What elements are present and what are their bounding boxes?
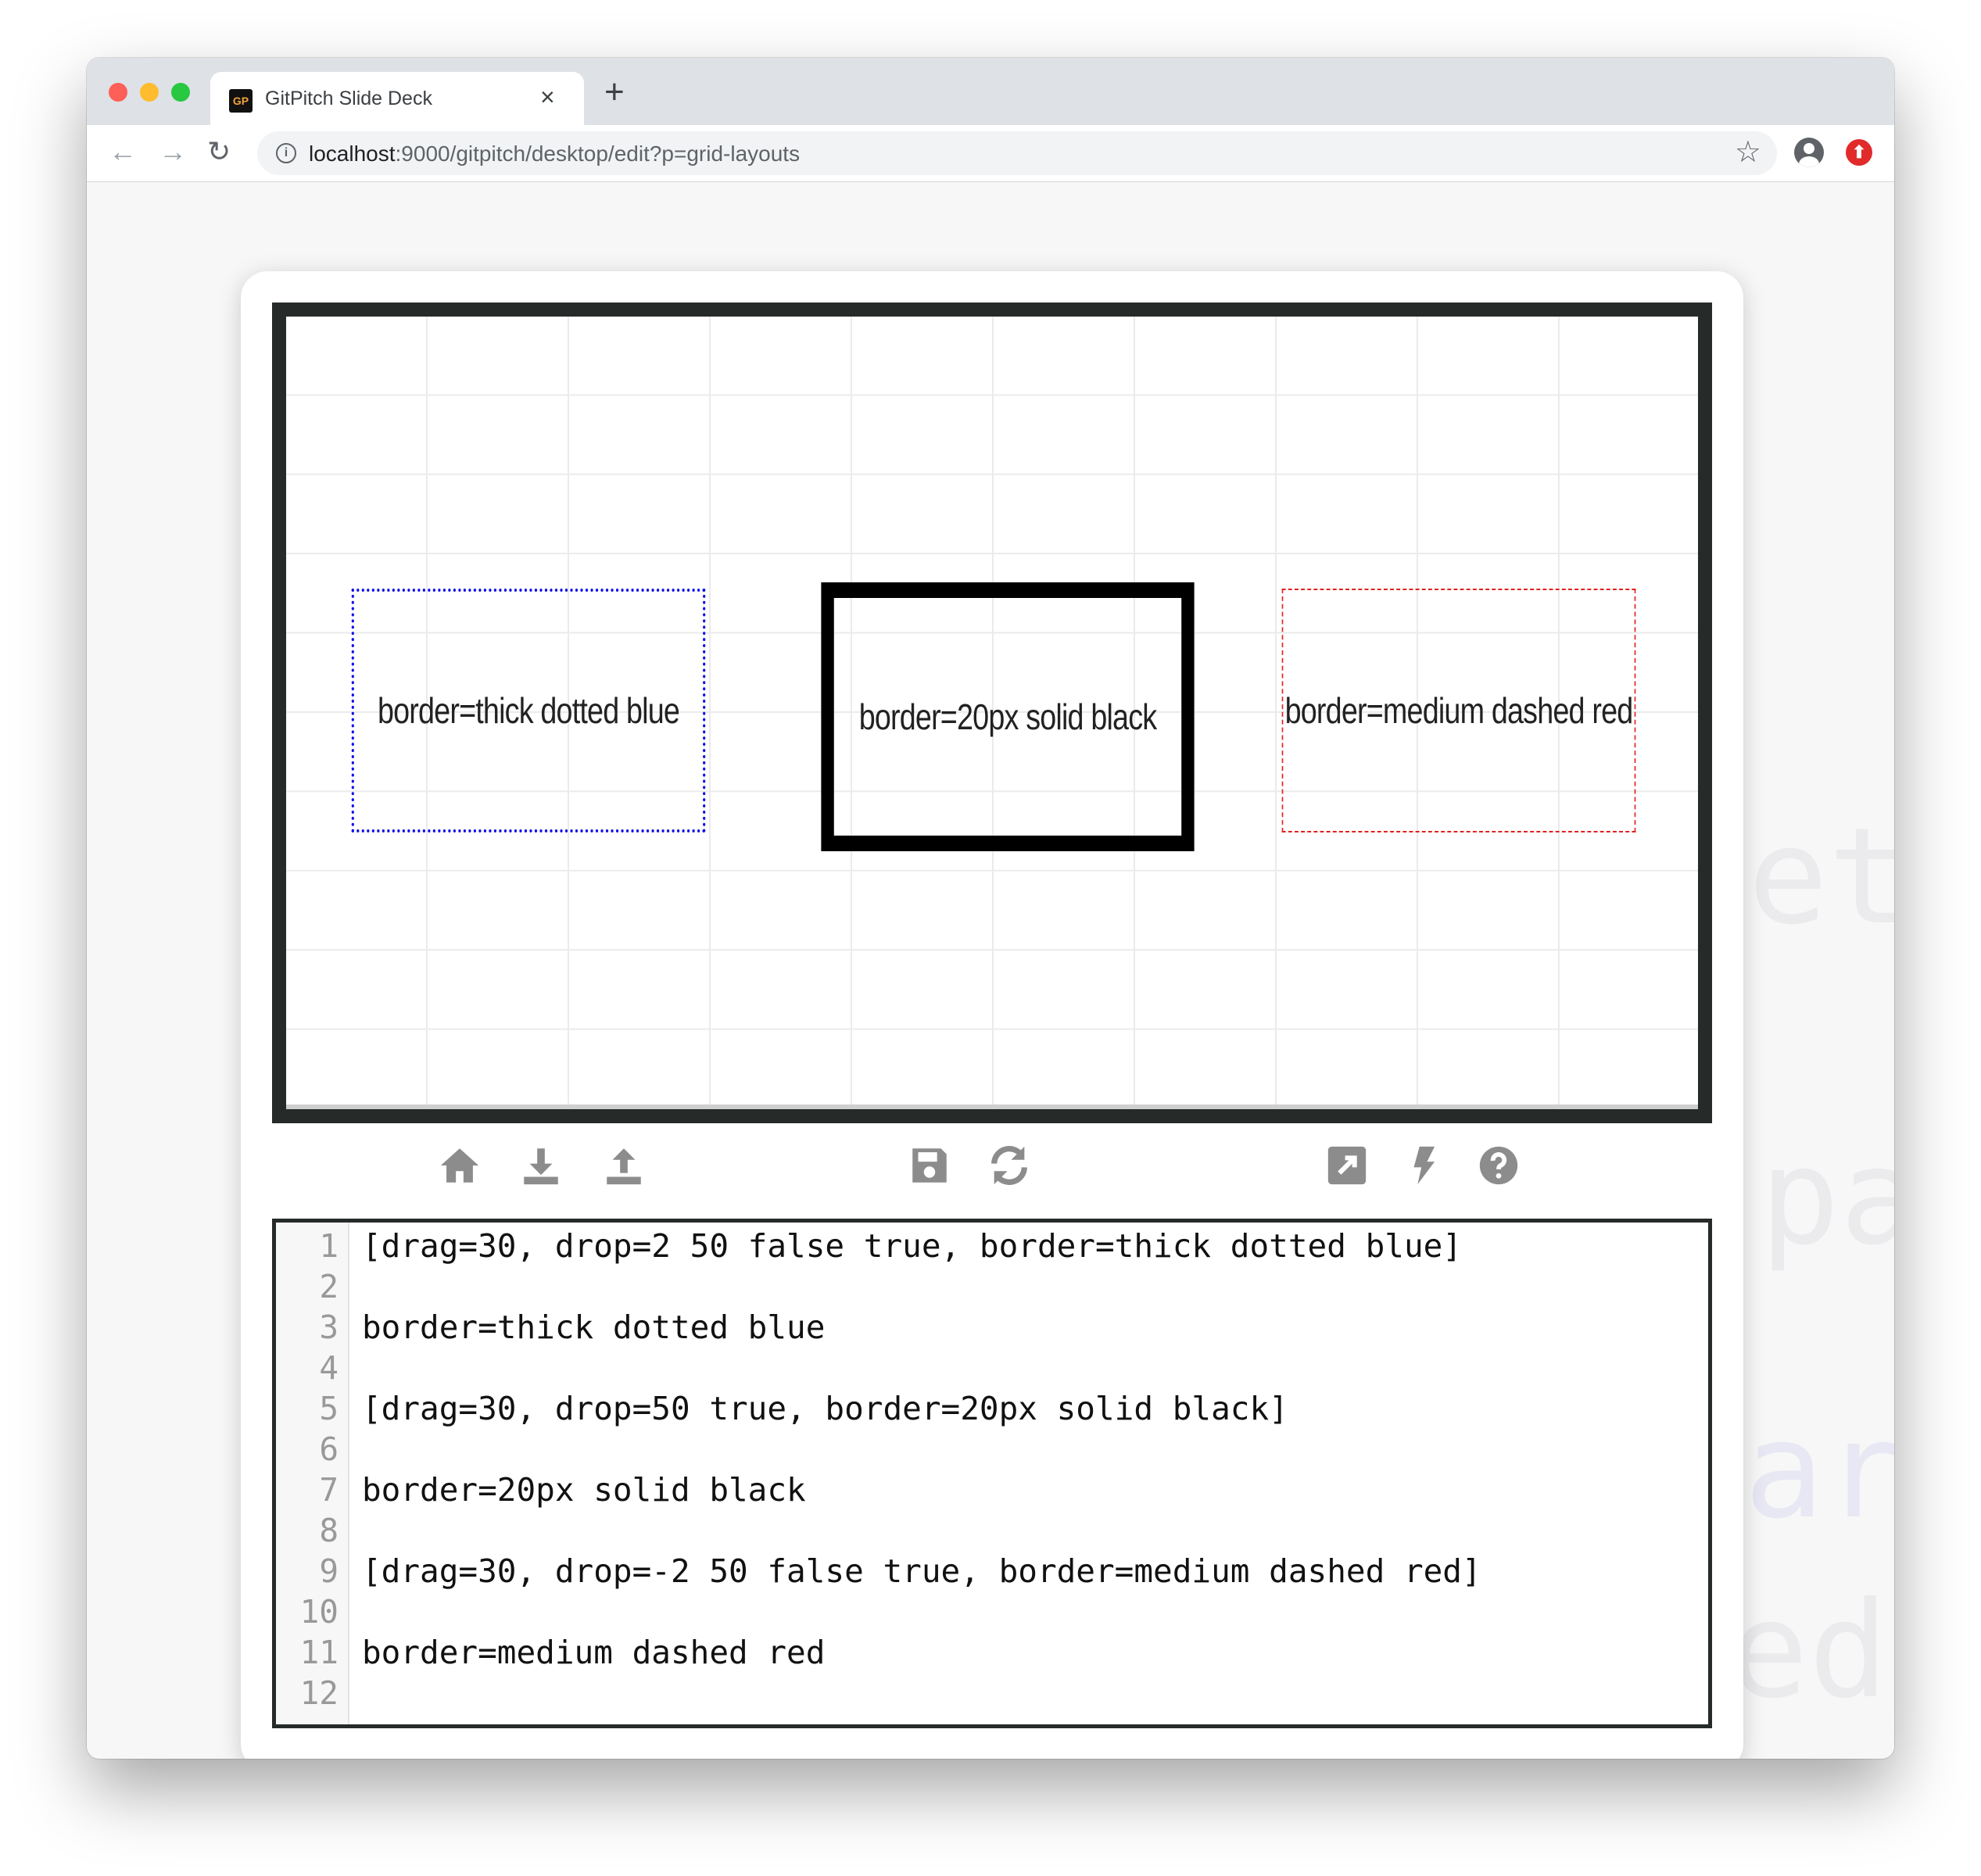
url-host: localhost [309,141,396,166]
line-number: 11 [299,1634,339,1671]
line-number: 10 [299,1593,339,1631]
forward-arrow-icon[interactable]: → [159,135,187,167]
slide-preview: border=thick dotted blue border=20px sol… [272,303,1712,1123]
editor-line[interactable]: 11 border=medium dashed red [276,1632,1708,1673]
tab-close-icon[interactable]: × [540,83,555,111]
info-icon[interactable]: i [276,143,296,163]
background-decoration: et [1748,800,1894,954]
home-icon[interactable] [437,1143,482,1188]
editor-line[interactable]: 4 [276,1348,1708,1388]
url-text[interactable]: localhost:9000/gitpitch/desktop/edit?p=g… [309,141,800,166]
upload-icon[interactable] [601,1143,647,1188]
minimize-window-button[interactable] [140,83,159,102]
save-icon[interactable] [907,1143,952,1188]
line-text[interactable]: [drag=30, drop=-2 50 false true, border=… [362,1552,1481,1590]
tab-gitpitch[interactable]: GP GitPitch Slide Deck × [210,72,584,125]
editor-line[interactable]: 9 [drag=30, drop=-2 50 false true, border… [276,1551,1708,1591]
slide-box-solid-black[interactable]: border=20px solid black [821,582,1195,851]
close-window-button[interactable] [109,83,127,102]
download-icon[interactable] [518,1143,564,1188]
background-decoration: ed [1728,1573,1889,1728]
line-number: 9 [319,1552,339,1590]
update-icon[interactable]: ⬆ [1846,139,1872,166]
slide-box-dashed-red[interactable]: border=medium dashed red [1281,589,1636,832]
browser-window: GP GitPitch Slide Deck × + ← → ↻ i local… [87,58,1894,1759]
line-text[interactable]: [drag=30, drop=50 true, border=20px soli… [362,1390,1288,1427]
editor-line[interactable]: 7 border=20px solid black [276,1470,1708,1510]
editor-line[interactable]: 8 [276,1510,1708,1551]
maximize-window-button[interactable] [171,83,190,102]
profile-avatar-icon[interactable] [1794,138,1824,167]
line-number: 7 [319,1471,339,1509]
reload-icon[interactable]: ↻ [207,135,231,167]
slide-box-label: border=20px solid black [858,696,1157,737]
address-bar[interactable]: i localhost:9000/gitpitch/desktop/edit?p… [257,131,1777,175]
browser-toolbar: ← → ↻ i localhost:9000/gitpitch/desktop/… [87,125,1894,182]
bolt-icon[interactable] [1402,1143,1448,1188]
editor-line[interactable]: 12 [276,1673,1708,1713]
help-icon[interactable] [1476,1143,1521,1188]
editor-line[interactable]: 1 [drag=30, drop=2 50 false true, border=… [276,1226,1708,1266]
desktop-editor-card: border=thick dotted blue border=20px sol… [241,271,1743,1759]
line-number: 8 [319,1512,339,1549]
line-number: 1 [319,1227,339,1265]
editor-line[interactable]: 2 [276,1266,1708,1307]
slide-bottom-edge [286,1104,1698,1109]
url-path: :9000/gitpitch/desktop/edit?p=grid-layou… [395,141,801,166]
editor-line[interactable]: 10 [276,1591,1708,1632]
markdown-editor[interactable]: 1 [drag=30, drop=2 50 false true, border=… [272,1219,1712,1728]
background-decoration: ar [1744,1394,1894,1548]
external-link-icon[interactable] [1324,1143,1370,1188]
line-number: 4 [319,1349,339,1387]
editor-line[interactable]: 3 border=thick dotted blue [276,1307,1708,1348]
line-text[interactable]: border=20px solid black [362,1471,806,1509]
line-number: 3 [319,1309,339,1346]
slide-box-label: border=thick dotted blue [377,690,680,731]
line-number: 6 [319,1430,339,1468]
tab-bar: GP GitPitch Slide Deck × + [87,58,1894,125]
line-number: 12 [299,1674,339,1712]
slide-box-dotted-blue[interactable]: border=thick dotted blue [351,589,706,832]
gitpitch-favicon-icon: GP [229,89,253,113]
tab-title: GitPitch Slide Deck [265,88,432,109]
editor-line[interactable]: 6 [276,1429,1708,1470]
line-text[interactable]: [drag=30, drop=2 50 false true, border=t… [362,1227,1462,1265]
line-number: 2 [319,1268,339,1305]
page-content: et pa ar ed border=thick dotted blue bor… [87,182,1894,1759]
slide-box-label: border=medium dashed red [1284,690,1634,731]
line-number: 5 [319,1390,339,1427]
new-tab-button[interactable]: + [604,73,625,111]
editor-line[interactable]: 5 [drag=30, drop=50 true, border=20px sol… [276,1388,1708,1429]
bookmark-star-icon[interactable]: ☆ [1734,136,1761,169]
back-arrow-icon[interactable]: ← [109,135,137,167]
line-text[interactable]: border=medium dashed red [362,1634,826,1671]
line-text[interactable]: border=thick dotted blue [362,1309,826,1346]
refresh-icon[interactable] [987,1143,1032,1188]
line-number-gutter [276,1223,349,1724]
background-decoration: pa [1760,1120,1894,1275]
